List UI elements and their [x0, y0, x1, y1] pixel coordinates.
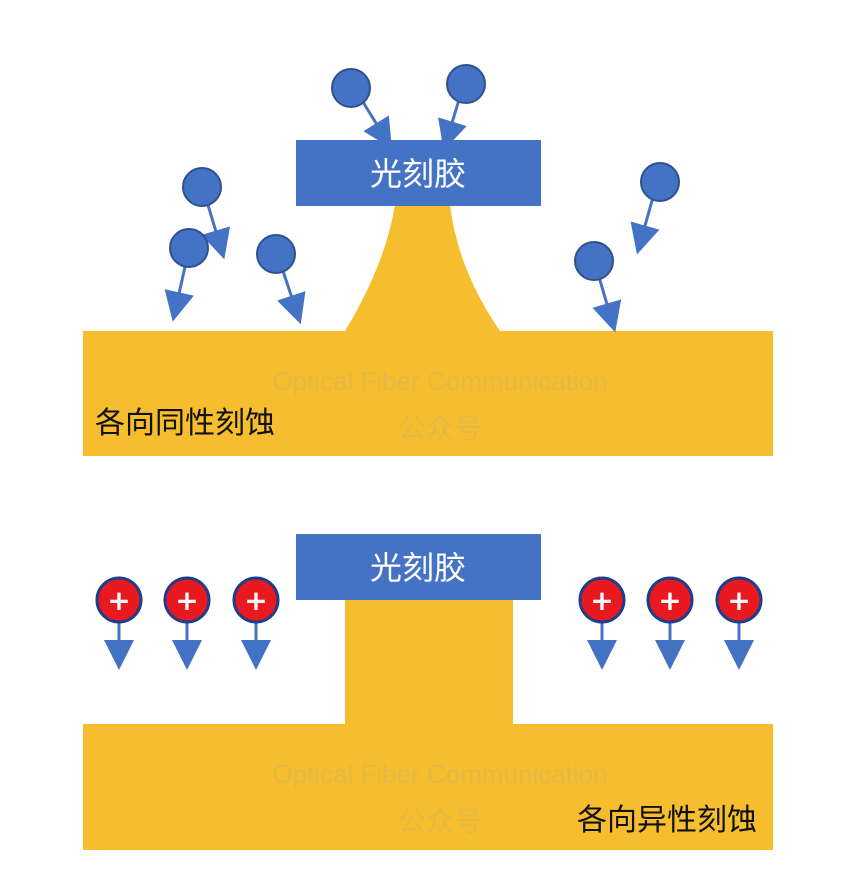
anisotropic-photoresist-label: 光刻胶 — [370, 549, 466, 587]
radical-particle — [574, 241, 622, 333]
svg-text:+: + — [107, 584, 130, 617]
anisotropic-watermark-cn: 公众号 — [398, 805, 482, 838]
isotropic-photoresist — [296, 140, 541, 206]
isotropic-etch-label: 各向同性刻蚀 — [95, 406, 275, 441]
anisotropic-etch-label: 各向异性刻蚀 — [577, 803, 757, 838]
svg-text:+: + — [590, 584, 613, 617]
radical-particle — [256, 234, 306, 325]
isotropic-photoresist-label: 光刻胶 — [370, 155, 466, 193]
ion-particle: + — [578, 576, 626, 670]
isotropic-watermark-cn: 公众号 — [398, 412, 482, 445]
anisotropic-watermark-en: Optical Fiber Communication — [272, 759, 607, 789]
ion-particle: + — [715, 576, 763, 670]
isotropic-watermark-en: Optical Fiber Communication — [272, 366, 607, 396]
radical-particle — [164, 228, 209, 322]
ion-particle: + — [646, 576, 694, 670]
radical-particle — [438, 64, 486, 151]
ion-particle: + — [232, 576, 280, 670]
anisotropic-substrate — [83, 598, 773, 850]
isotropic-substrate — [83, 205, 773, 456]
svg-text:+: + — [727, 584, 750, 617]
anisotropic-photoresist — [296, 534, 541, 600]
svg-text:+: + — [175, 584, 198, 617]
isotropic-panel: 光刻胶 Optical Fiber Communication 公众号 各向同性… — [83, 64, 773, 456]
svg-text:+: + — [658, 584, 681, 617]
anisotropic-panel: 光刻胶 Optical Fiber Communication 公众号 各向异性… — [83, 534, 773, 850]
radical-particle — [331, 68, 392, 149]
ion-particle: + — [163, 576, 211, 670]
radical-particle — [630, 162, 680, 255]
ion-particle: + — [95, 576, 143, 670]
svg-text:+: + — [244, 584, 267, 617]
radical-particle — [182, 167, 231, 260]
